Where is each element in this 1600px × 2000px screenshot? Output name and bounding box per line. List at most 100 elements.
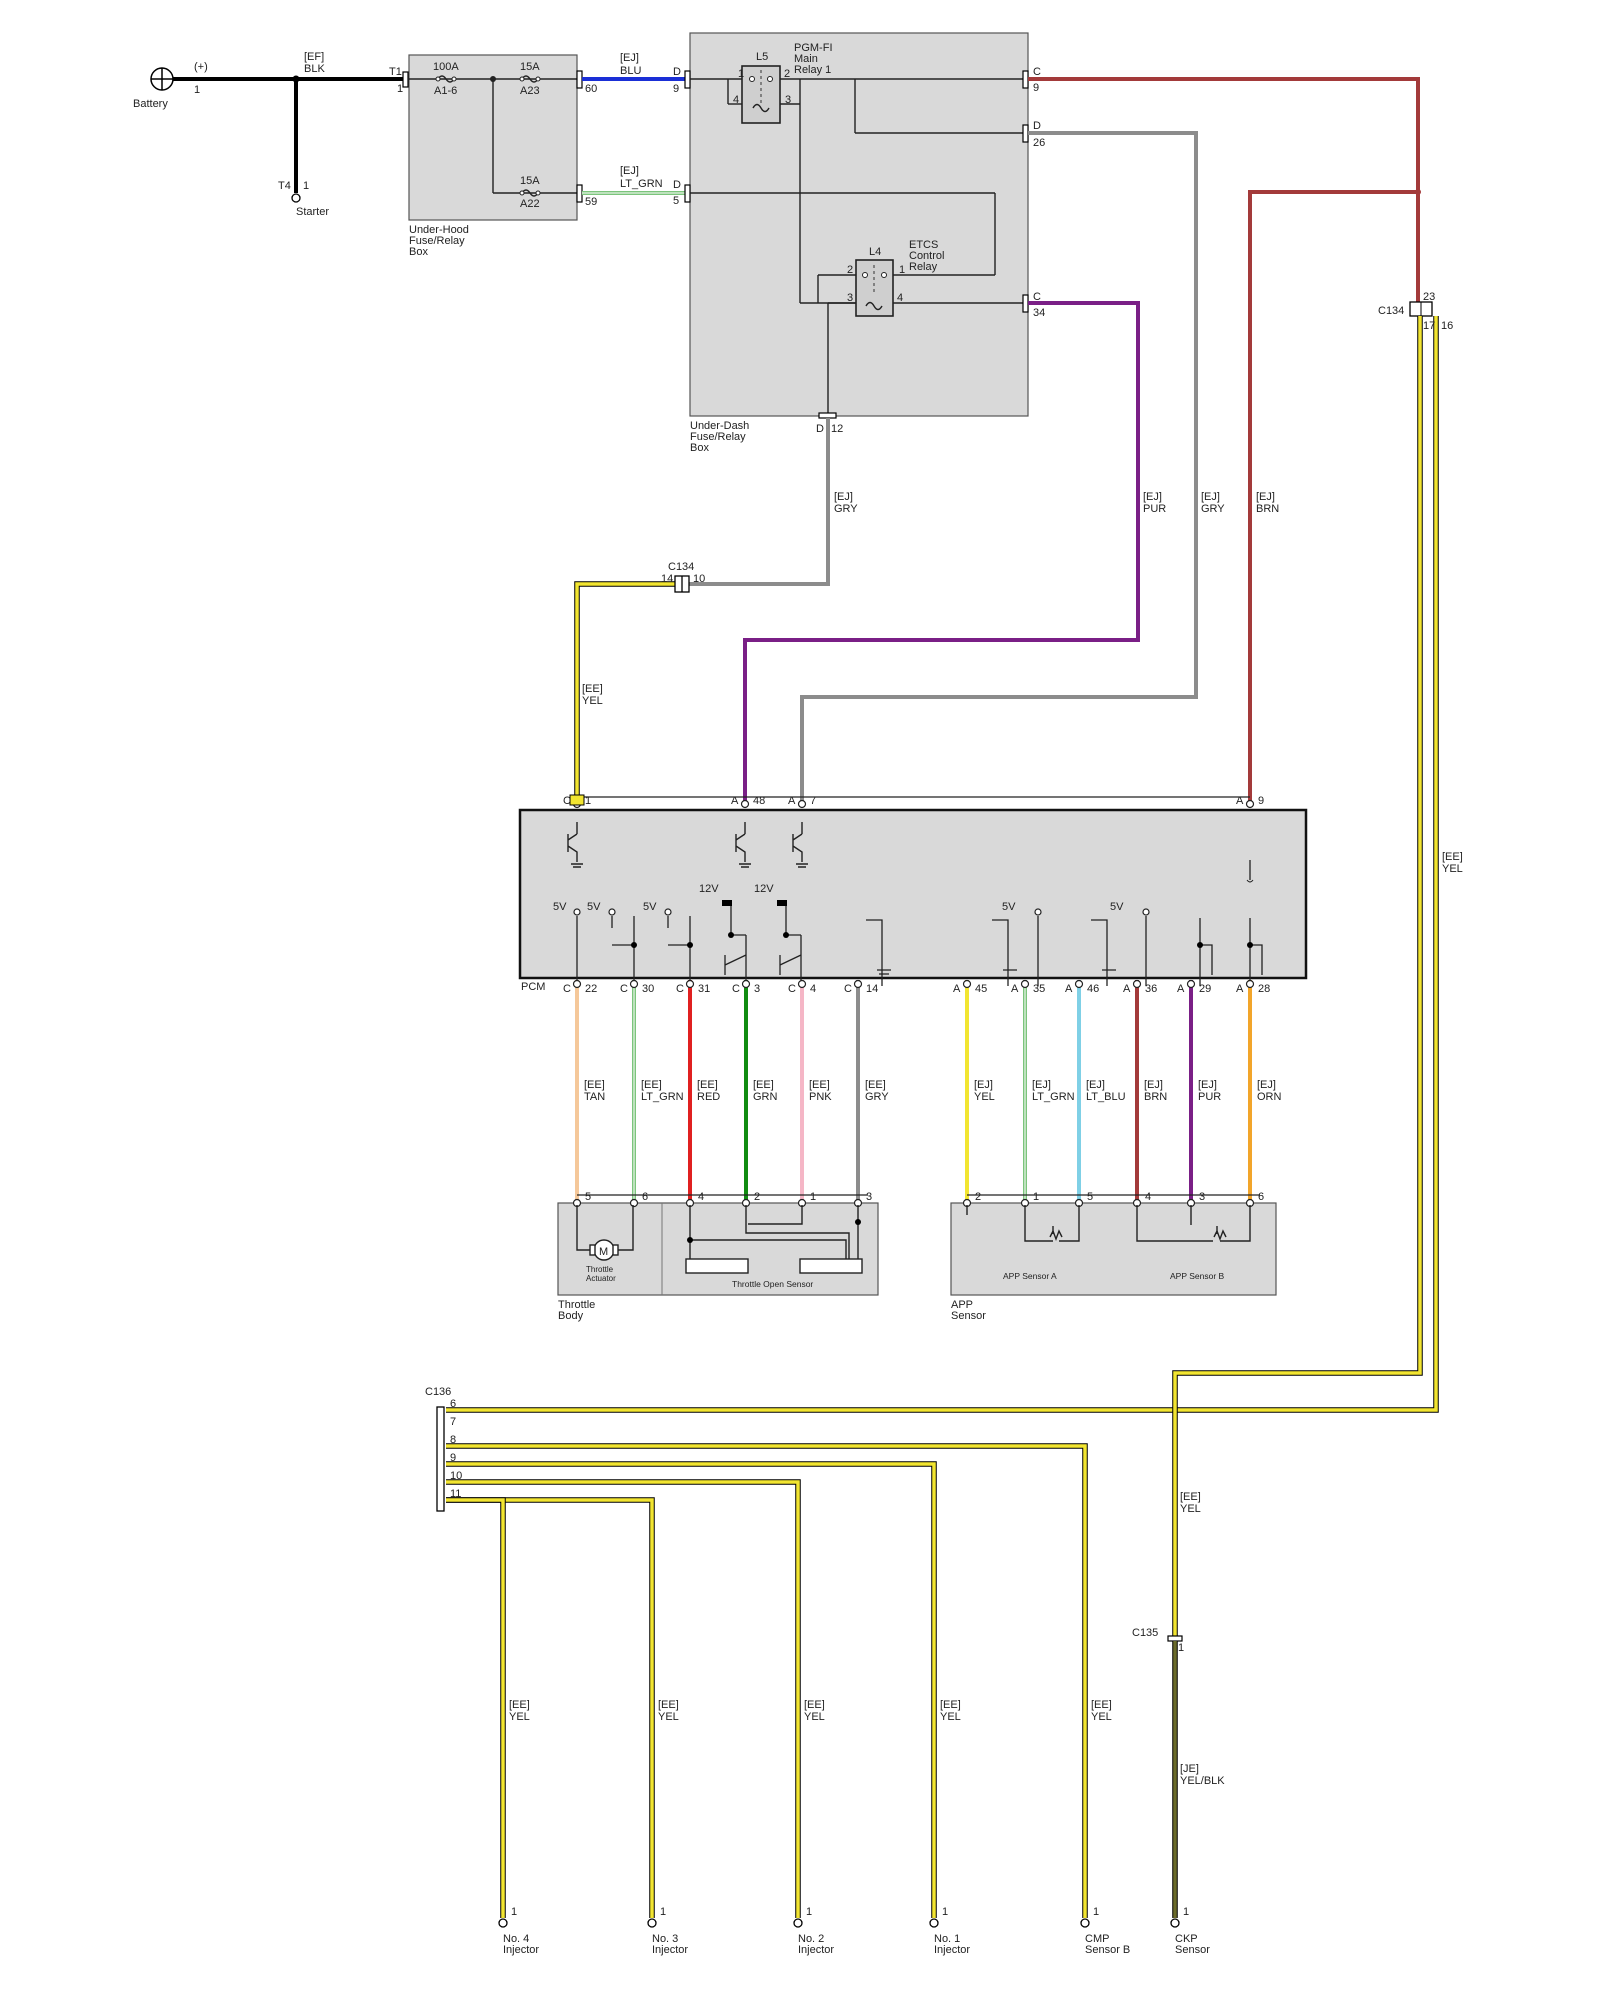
device-terminal xyxy=(647,1918,657,1928)
fuse-rating-1: 100A xyxy=(433,61,459,73)
relay-l4-pin1: 1 xyxy=(899,264,905,276)
pcm-bottom-pin xyxy=(629,979,639,989)
ud-out-pin-2: 26 xyxy=(1033,137,1045,149)
pcm-wire-code-label: [EE] xyxy=(697,1079,718,1091)
wire-yel-c1 xyxy=(575,582,676,805)
wire-brn-pcm xyxy=(1248,190,1418,805)
pcm-bottom-pin-label: 22 xyxy=(585,983,597,995)
device-name-2: Injector xyxy=(934,1944,970,1956)
pcm-wire-color-label: LT_GRN xyxy=(641,1091,684,1103)
throttle-body-name-2: Body xyxy=(558,1310,584,1322)
sensor-pin-label: 6 xyxy=(1258,1191,1264,1203)
pcm-top-pin-label: 48 xyxy=(753,795,765,807)
starter-terminal xyxy=(291,193,301,203)
pcm-top-pin-label: 1 xyxy=(585,795,591,807)
brn-color: BRN xyxy=(1256,503,1279,515)
battery-label: Battery xyxy=(133,98,168,110)
brn-code: [EJ] xyxy=(1256,491,1275,503)
relay-l4-pin4: 4 xyxy=(897,292,903,304)
pcm-12v-2: 12V xyxy=(754,883,774,895)
pcm-bottom-pin-label: 31 xyxy=(698,983,710,995)
app-sensor-a-label: APP Sensor A xyxy=(1003,1271,1057,1281)
ltgrn-to-conn: D xyxy=(673,179,681,191)
pcm-top-pin-label: 9 xyxy=(1258,795,1264,807)
c134-pin-17: 17 xyxy=(1423,320,1435,332)
c134-pin-10: 10 xyxy=(693,573,705,585)
device-terminal xyxy=(929,1918,939,1928)
pcm-bottom-conn-label: A xyxy=(1011,983,1019,995)
pcm-wire-color-label: LT_GRN xyxy=(1032,1091,1075,1103)
pcm-wire-color-label: BRN xyxy=(1144,1091,1167,1103)
pcm-bottom-pin xyxy=(962,979,972,989)
device-terminal xyxy=(793,1918,803,1928)
device-wire-color: YEL xyxy=(804,1711,825,1723)
pcm-bottom-conn-label: C xyxy=(732,983,740,995)
pcm-top-conn-label: A xyxy=(731,795,739,807)
app-sensor-box xyxy=(950,1202,1277,1296)
pcm-bottom-pin xyxy=(1020,979,1030,989)
throttle-open-sensor-label: Throttle Open Sensor xyxy=(732,1279,813,1289)
sensor-pin-label: 4 xyxy=(1145,1191,1151,1203)
pcm-top-conn-label: A xyxy=(1236,795,1244,807)
pcm-top-pin-48 xyxy=(740,799,750,809)
c136-pin-label: 7 xyxy=(450,1416,456,1428)
sensor-pin-label: 2 xyxy=(754,1191,760,1203)
c134-pin-14: 14 xyxy=(661,573,673,585)
wire-yel-injector xyxy=(446,1444,1087,1918)
pcm-bottom-conn-label: A xyxy=(1177,983,1185,995)
device-terminal xyxy=(1080,1918,1090,1928)
pcm-top-pin-9 xyxy=(1245,799,1255,809)
pcm-bottom-pin-label: 46 xyxy=(1087,983,1099,995)
device-wire-color: YEL xyxy=(509,1711,530,1723)
sensor-pin-label: 1 xyxy=(810,1191,816,1203)
device-name-2: Sensor B xyxy=(1085,1944,1130,1956)
c136-pin-label: 10 xyxy=(450,1470,462,1482)
underdash-name-2: Fuse/Relay xyxy=(690,431,746,443)
pcm-wire-color-label: ORN xyxy=(1257,1091,1282,1103)
wire-yel-right xyxy=(446,316,1439,1413)
pcm-bottom-pin xyxy=(853,979,863,989)
app-sensor-icons xyxy=(966,1205,1251,1242)
relay-l4 xyxy=(855,259,894,317)
device-wire-code: [EE] xyxy=(940,1699,961,1711)
device-pin-label: 1 xyxy=(511,1906,517,1918)
sensor-pin-label: 5 xyxy=(1087,1191,1093,1203)
pcm-bottom-pin-label: 4 xyxy=(810,983,816,995)
pcm-wire-color-label: PUR xyxy=(1198,1091,1221,1103)
device-pin-label: 1 xyxy=(1093,1906,1099,1918)
ltgrn-to-pin: 5 xyxy=(673,195,679,207)
ud-out-pin-1: 9 xyxy=(1033,82,1039,94)
underhood-name-1: Under-Hood xyxy=(409,224,469,236)
starter-label: Starter xyxy=(296,206,329,218)
pcm-bottom-pin-label: 45 xyxy=(975,983,987,995)
pcm-wire-code-label: [EJ] xyxy=(974,1079,993,1091)
blu-wire-code: [EJ] xyxy=(620,52,639,64)
wire-yel-injector xyxy=(446,1498,505,1918)
gry26-code: [EJ] xyxy=(1201,491,1220,503)
relay-l5-pin1: 1 xyxy=(738,68,744,80)
fuse-a1-6-icon xyxy=(437,75,455,83)
device-name-2: Injector xyxy=(503,1944,539,1956)
sensor-pin-label: 6 xyxy=(642,1191,648,1203)
yel-right-color: YEL xyxy=(1442,863,1463,875)
device-name-1: CKP xyxy=(1175,1933,1198,1945)
sensor-pin xyxy=(629,1198,639,1208)
gry-d12-color: GRY xyxy=(834,503,858,515)
pcm-bottom-conn-label: A xyxy=(1065,983,1073,995)
wire-yel-injector xyxy=(446,1498,654,1918)
pcm-bottom-conn-label: C xyxy=(788,983,796,995)
wire-yel-injector xyxy=(446,1480,800,1918)
sensor-pin-label: 1 xyxy=(1033,1191,1039,1203)
relay-l4-name-3: Relay xyxy=(909,261,938,273)
device-terminal xyxy=(498,1918,508,1928)
sensor-pin-label: 5 xyxy=(585,1191,591,1203)
pcm-wire-code-label: [EE] xyxy=(865,1079,886,1091)
wire-gry-d26 xyxy=(800,131,1198,805)
pcm-bottom-conn-label: C xyxy=(844,983,852,995)
pcm-bottom-pin xyxy=(685,979,695,989)
pcm-bottom-pin-label: 29 xyxy=(1199,983,1211,995)
ltgrn-wire-code: [EJ] xyxy=(620,165,639,177)
device-wire-code: [EE] xyxy=(658,1699,679,1711)
pcm-wire-code-label: [EE] xyxy=(584,1079,605,1091)
c135-pin: 1 xyxy=(1178,1642,1184,1654)
